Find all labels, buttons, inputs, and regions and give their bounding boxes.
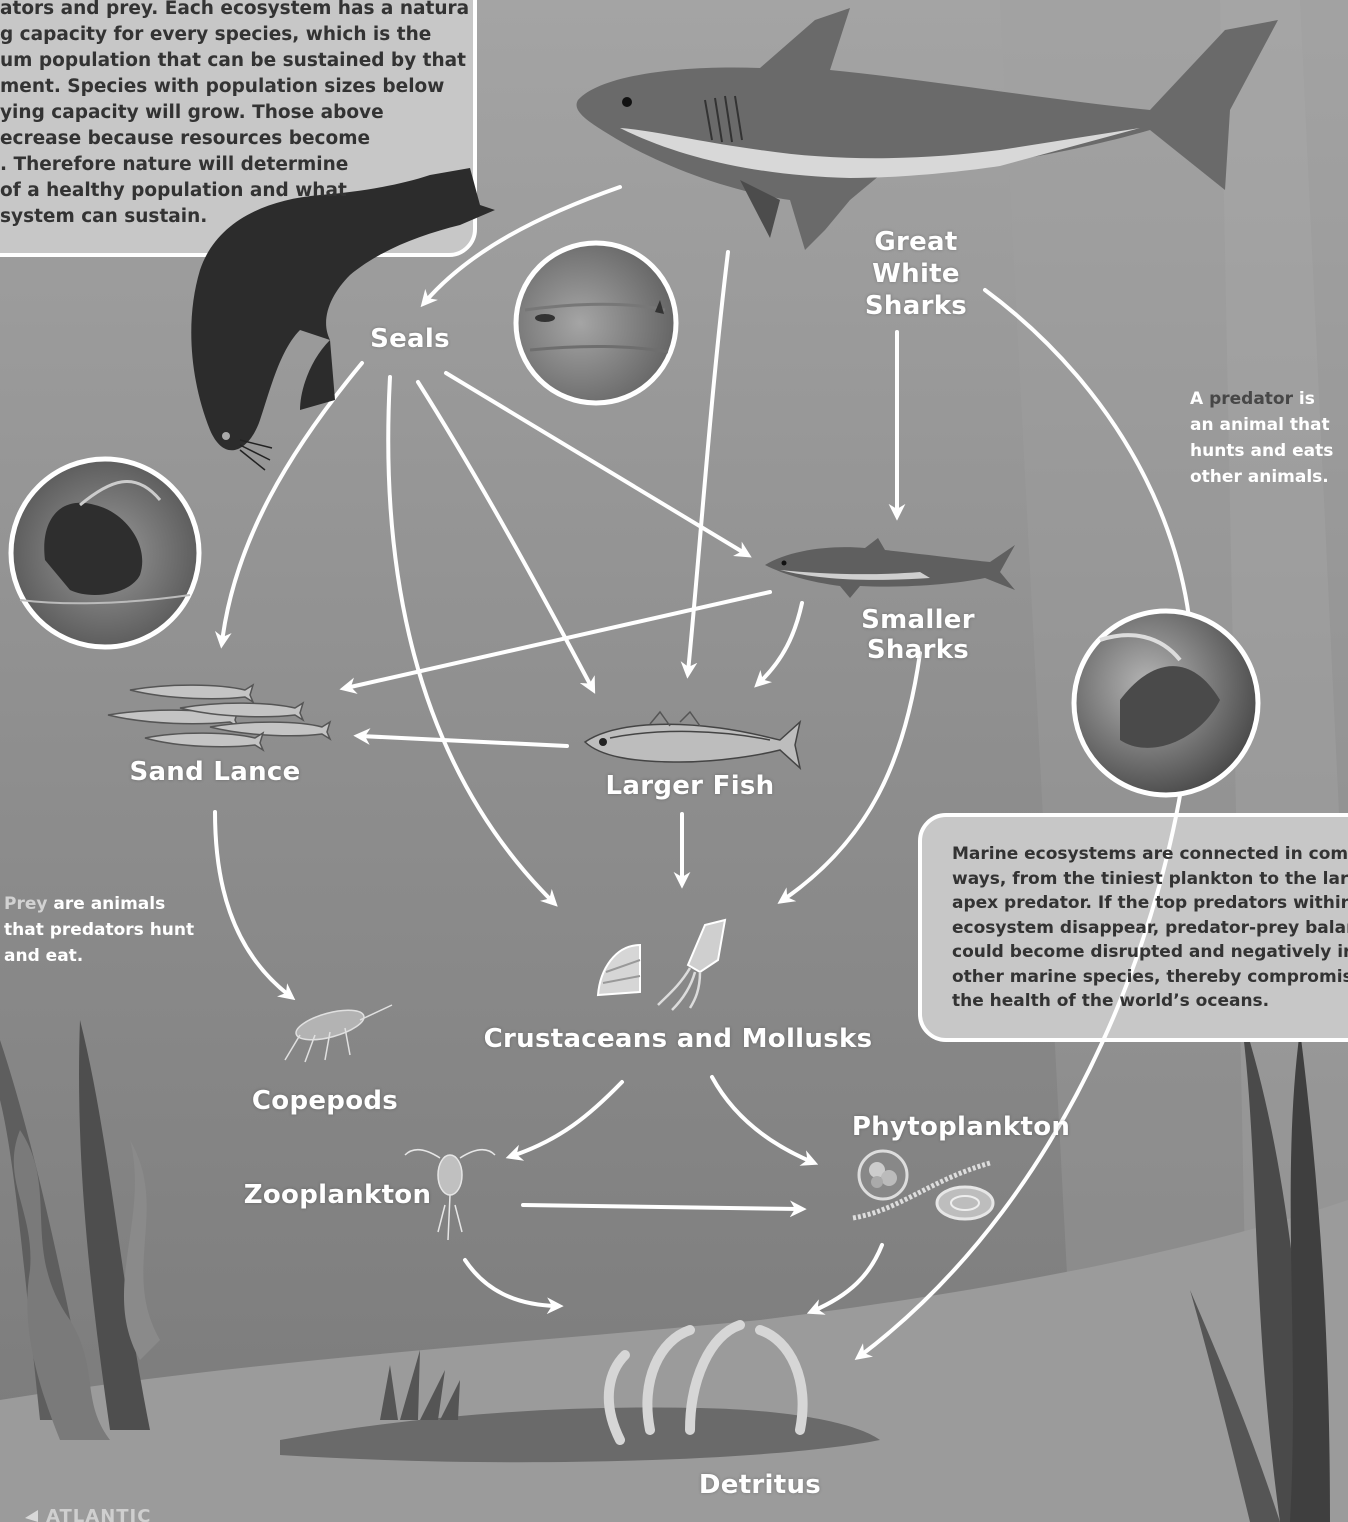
info-line: apex predator. If the top predators with… [952,891,1348,916]
note-prefix: A [1190,389,1209,409]
predator-definition: A predator is an animal that hunts and e… [1190,386,1348,490]
predator-definition-line1: A predator is [1190,386,1348,412]
seal-eating-fish-photo [11,459,199,647]
note-line: an animal that [1190,412,1348,438]
seals-photo [516,243,676,403]
note-line: that predators hunt [4,917,204,943]
info-line: Marine ecosystems are connected in com [952,842,1348,867]
info-line: system can sustain. [0,204,470,230]
prey-definition: Prey are animals that predators hunt and… [4,891,204,969]
note-line: other animals. [1190,464,1348,490]
info-line: other marine species, thereby compromis [952,965,1348,990]
prey-definition-line1: Prey are animals [4,891,204,917]
label-phytoplankton: Phytoplankton [850,1112,1072,1142]
label-copepods: Copepods [240,1086,410,1116]
info-line: ecrease because resources become [0,126,470,152]
shark-closeup-photo [1074,611,1258,795]
info-line: could become disrupted and negatively in [952,940,1348,965]
info-line: . Therefore nature will determine [0,152,470,178]
label-zooplankton: Zooplankton [240,1180,435,1210]
label-crustaceans-and-mollusks: Crustaceans and Mollusks [478,1024,878,1054]
label-detritus: Detritus [680,1470,840,1500]
label-larger-fish: Larger Fish [600,771,780,801]
info-line: ying capacity will grow. Those above [0,100,470,126]
info-line: the health of the world’s oceans. [952,989,1348,1014]
note-suffix: are animals [47,894,165,914]
note-suffix: is [1293,389,1315,409]
label-line: Great White [826,226,1006,290]
label-great-white-sharks: Great WhiteSharks [826,226,1006,322]
info-line: of a healthy population and what [0,178,470,204]
logo-text: ATLANTIC [46,1506,151,1522]
prey-term: Prey [4,894,47,914]
info-line: ecosystem disappear, predator-prey balan [952,916,1348,941]
label-line: Sharks [826,290,1006,322]
marine-ecosystem-text-block: Marine ecosystems are connected in com w… [952,842,1348,1014]
label-sand-lance: Sand Lance [120,757,310,787]
note-line: hunts and eats [1190,438,1348,464]
info-line: um population that can be sustained by t… [0,48,470,74]
info-line: ment. Species with population sizes belo… [0,74,470,100]
info-line: ways, from the tiniest plankton to the l… [952,867,1348,892]
carrying-capacity-text-block: ators and prey. Each ecosystem has a nat… [0,0,470,230]
info-line: g capacity for every species, which is t… [0,22,470,48]
predator-term: predator [1209,389,1293,409]
info-line: ators and prey. Each ecosystem has a nat… [0,0,470,22]
label-smaller-sharks: Smaller Sharks [808,605,1028,665]
label-seals: Seals [360,324,460,354]
note-line: and eat. [4,943,204,969]
